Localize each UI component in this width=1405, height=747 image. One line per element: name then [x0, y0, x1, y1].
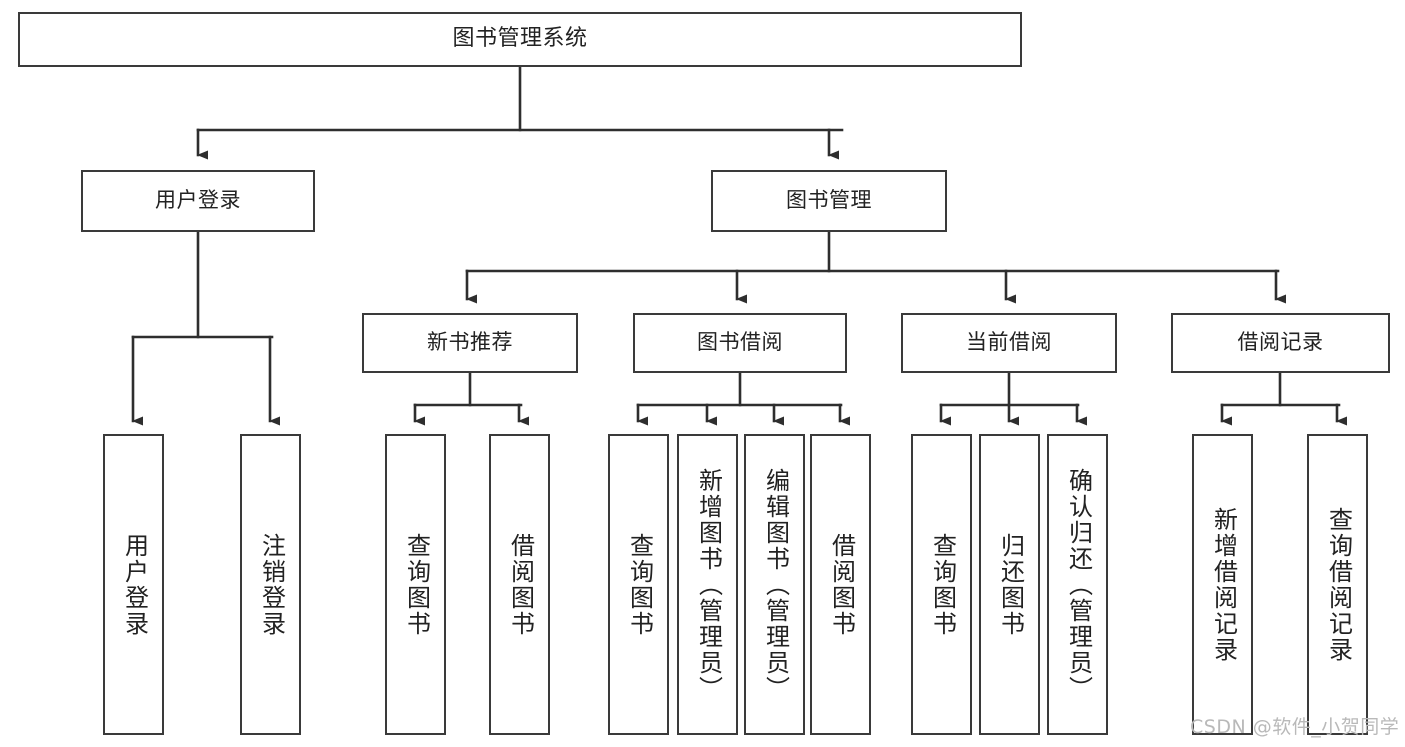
- node-label: 用户登录: [155, 188, 241, 213]
- node-label: 新增借阅记录: [1209, 506, 1238, 663]
- node-borrowing-record[interactable]: 借阅记录: [1171, 313, 1390, 373]
- leaf-query-book-current[interactable]: 查询图书: [911, 434, 972, 735]
- node-book-management[interactable]: 图书管理: [711, 170, 947, 232]
- node-label: 注销登录: [257, 532, 286, 637]
- node-label: 编辑图书（管理员）: [761, 467, 790, 702]
- leaf-add-borrowing-record[interactable]: 新增借阅记录: [1192, 434, 1253, 735]
- node-label: 借阅记录: [1237, 330, 1324, 355]
- leaf-confirm-return-admin[interactable]: 确认归还（管理员）: [1047, 434, 1108, 735]
- leaf-query-borrowing-record[interactable]: 查询借阅记录: [1307, 434, 1368, 735]
- node-label: 新书推荐: [427, 330, 513, 355]
- node-label: 图书借阅: [697, 330, 783, 355]
- node-label: 当前借阅: [966, 330, 1052, 355]
- leaf-edit-book-admin[interactable]: 编辑图书（管理员）: [744, 434, 805, 735]
- node-label: 查询图书: [625, 532, 654, 637]
- node-current-borrowing[interactable]: 当前借阅: [901, 313, 1117, 373]
- node-label: 查询图书: [402, 532, 431, 637]
- leaf-add-book-admin[interactable]: 新增图书（管理员）: [677, 434, 738, 735]
- node-book-borrowing[interactable]: 图书借阅: [633, 313, 847, 373]
- node-label: 图书管理系统: [452, 26, 588, 52]
- node-new-book-recommendation[interactable]: 新书推荐: [362, 313, 578, 373]
- leaf-return-book[interactable]: 归还图书: [979, 434, 1040, 735]
- node-label: 借阅图书: [827, 532, 856, 637]
- node-label: 借阅图书: [506, 532, 535, 637]
- node-label: 查询图书: [928, 532, 957, 637]
- node-label: 新增图书（管理员）: [694, 467, 723, 702]
- node-label: 归还图书: [996, 532, 1025, 637]
- leaf-user-logout[interactable]: 注销登录: [240, 434, 301, 735]
- leaf-user-login[interactable]: 用户登录: [103, 434, 164, 735]
- node-label: 确认归还（管理员）: [1064, 467, 1093, 702]
- leaf-query-book-borrowing[interactable]: 查询图书: [608, 434, 669, 735]
- node-label: 查询借阅记录: [1324, 506, 1353, 663]
- leaf-borrow-book-recommendation[interactable]: 借阅图书: [489, 434, 550, 735]
- node-user-login[interactable]: 用户登录: [81, 170, 315, 232]
- node-label: 图书管理: [786, 188, 872, 213]
- leaf-query-book-recommendation[interactable]: 查询图书: [385, 434, 446, 735]
- leaf-borrow-book-borrowing[interactable]: 借阅图书: [810, 434, 871, 735]
- node-label: 用户登录: [120, 532, 149, 637]
- node-root-book-management-system[interactable]: 图书管理系统: [18, 12, 1022, 67]
